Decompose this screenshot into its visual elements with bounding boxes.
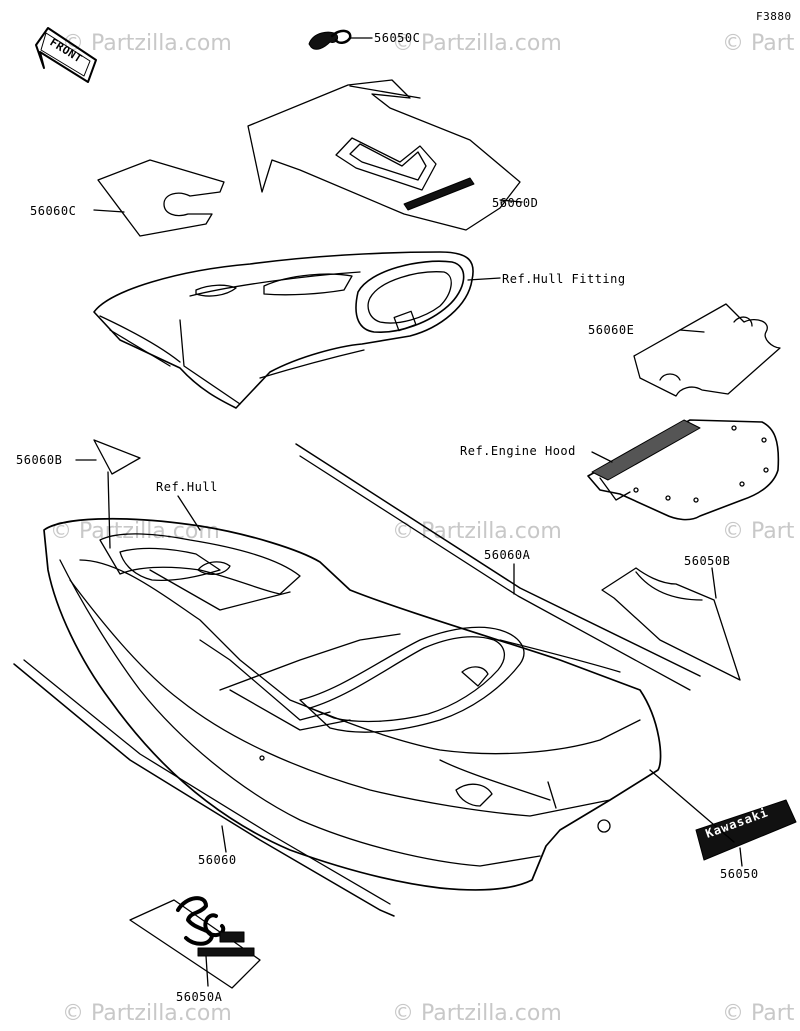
watermark: © Part bbox=[722, 31, 795, 56]
leader-56060d bbox=[499, 199, 523, 203]
decal-56050b bbox=[601, 567, 741, 681]
label-56050c: 56050C bbox=[374, 31, 421, 45]
engine-hood bbox=[587, 419, 780, 521]
leader-56050 bbox=[739, 847, 743, 867]
label-ref-hull-fitting: Ref.Hull Fitting bbox=[502, 272, 626, 286]
figure-id: F3880 bbox=[756, 10, 792, 23]
label-56050b: 56050B bbox=[684, 554, 731, 568]
front-arrow-icon bbox=[35, 27, 97, 83]
decal-56060c bbox=[97, 159, 225, 237]
decal-56060b bbox=[93, 439, 141, 475]
leader-56050a bbox=[205, 955, 209, 987]
hull-fitting bbox=[93, 251, 474, 409]
label-56060d: 56060D bbox=[492, 196, 539, 210]
watermark: © Part bbox=[722, 1001, 795, 1026]
sg-decal-56050a bbox=[129, 896, 261, 989]
decal-56060e bbox=[633, 303, 781, 397]
leader-56060c bbox=[93, 209, 125, 213]
label-56060c: 56060C bbox=[30, 204, 77, 218]
stripe-56060 bbox=[13, 659, 395, 917]
leader-56060 bbox=[221, 825, 227, 853]
leader-ref-engine-hood bbox=[591, 451, 613, 463]
label-ref-hull: Ref.Hull bbox=[156, 480, 218, 494]
watermark: © Partzilla.com bbox=[392, 31, 562, 56]
label-56060: 56060 bbox=[198, 853, 237, 867]
watermark: © Partzilla.com bbox=[62, 31, 232, 56]
leader-ref-hull bbox=[177, 495, 201, 531]
watermark: © Partzilla.com bbox=[50, 519, 220, 544]
watermark: © Partzilla.com bbox=[392, 1001, 562, 1026]
decal-56050c bbox=[308, 29, 352, 50]
label-56050a: 56050A bbox=[176, 990, 223, 1004]
leader-56050b bbox=[711, 567, 717, 599]
label-ref-engine-hood: Ref.Engine Hood bbox=[460, 444, 576, 458]
leader-56060e bbox=[679, 329, 705, 333]
decal-56060d bbox=[247, 79, 521, 231]
leader-56060b-b bbox=[107, 471, 111, 549]
stripe-56060a bbox=[295, 443, 701, 691]
leader-ref-hull-fitting bbox=[467, 277, 501, 281]
hull bbox=[43, 517, 662, 891]
label-56060e: 56060E bbox=[588, 323, 635, 337]
label-56060a: 56060A bbox=[484, 548, 531, 562]
watermark: © Partzilla.com bbox=[62, 1001, 232, 1026]
label-56060b: 56060B bbox=[16, 453, 63, 467]
leader-56050-b bbox=[649, 769, 735, 843]
watermark: © Part bbox=[722, 519, 795, 544]
label-56050: 56050 bbox=[720, 867, 759, 881]
kawasaki-decal bbox=[695, 799, 797, 861]
